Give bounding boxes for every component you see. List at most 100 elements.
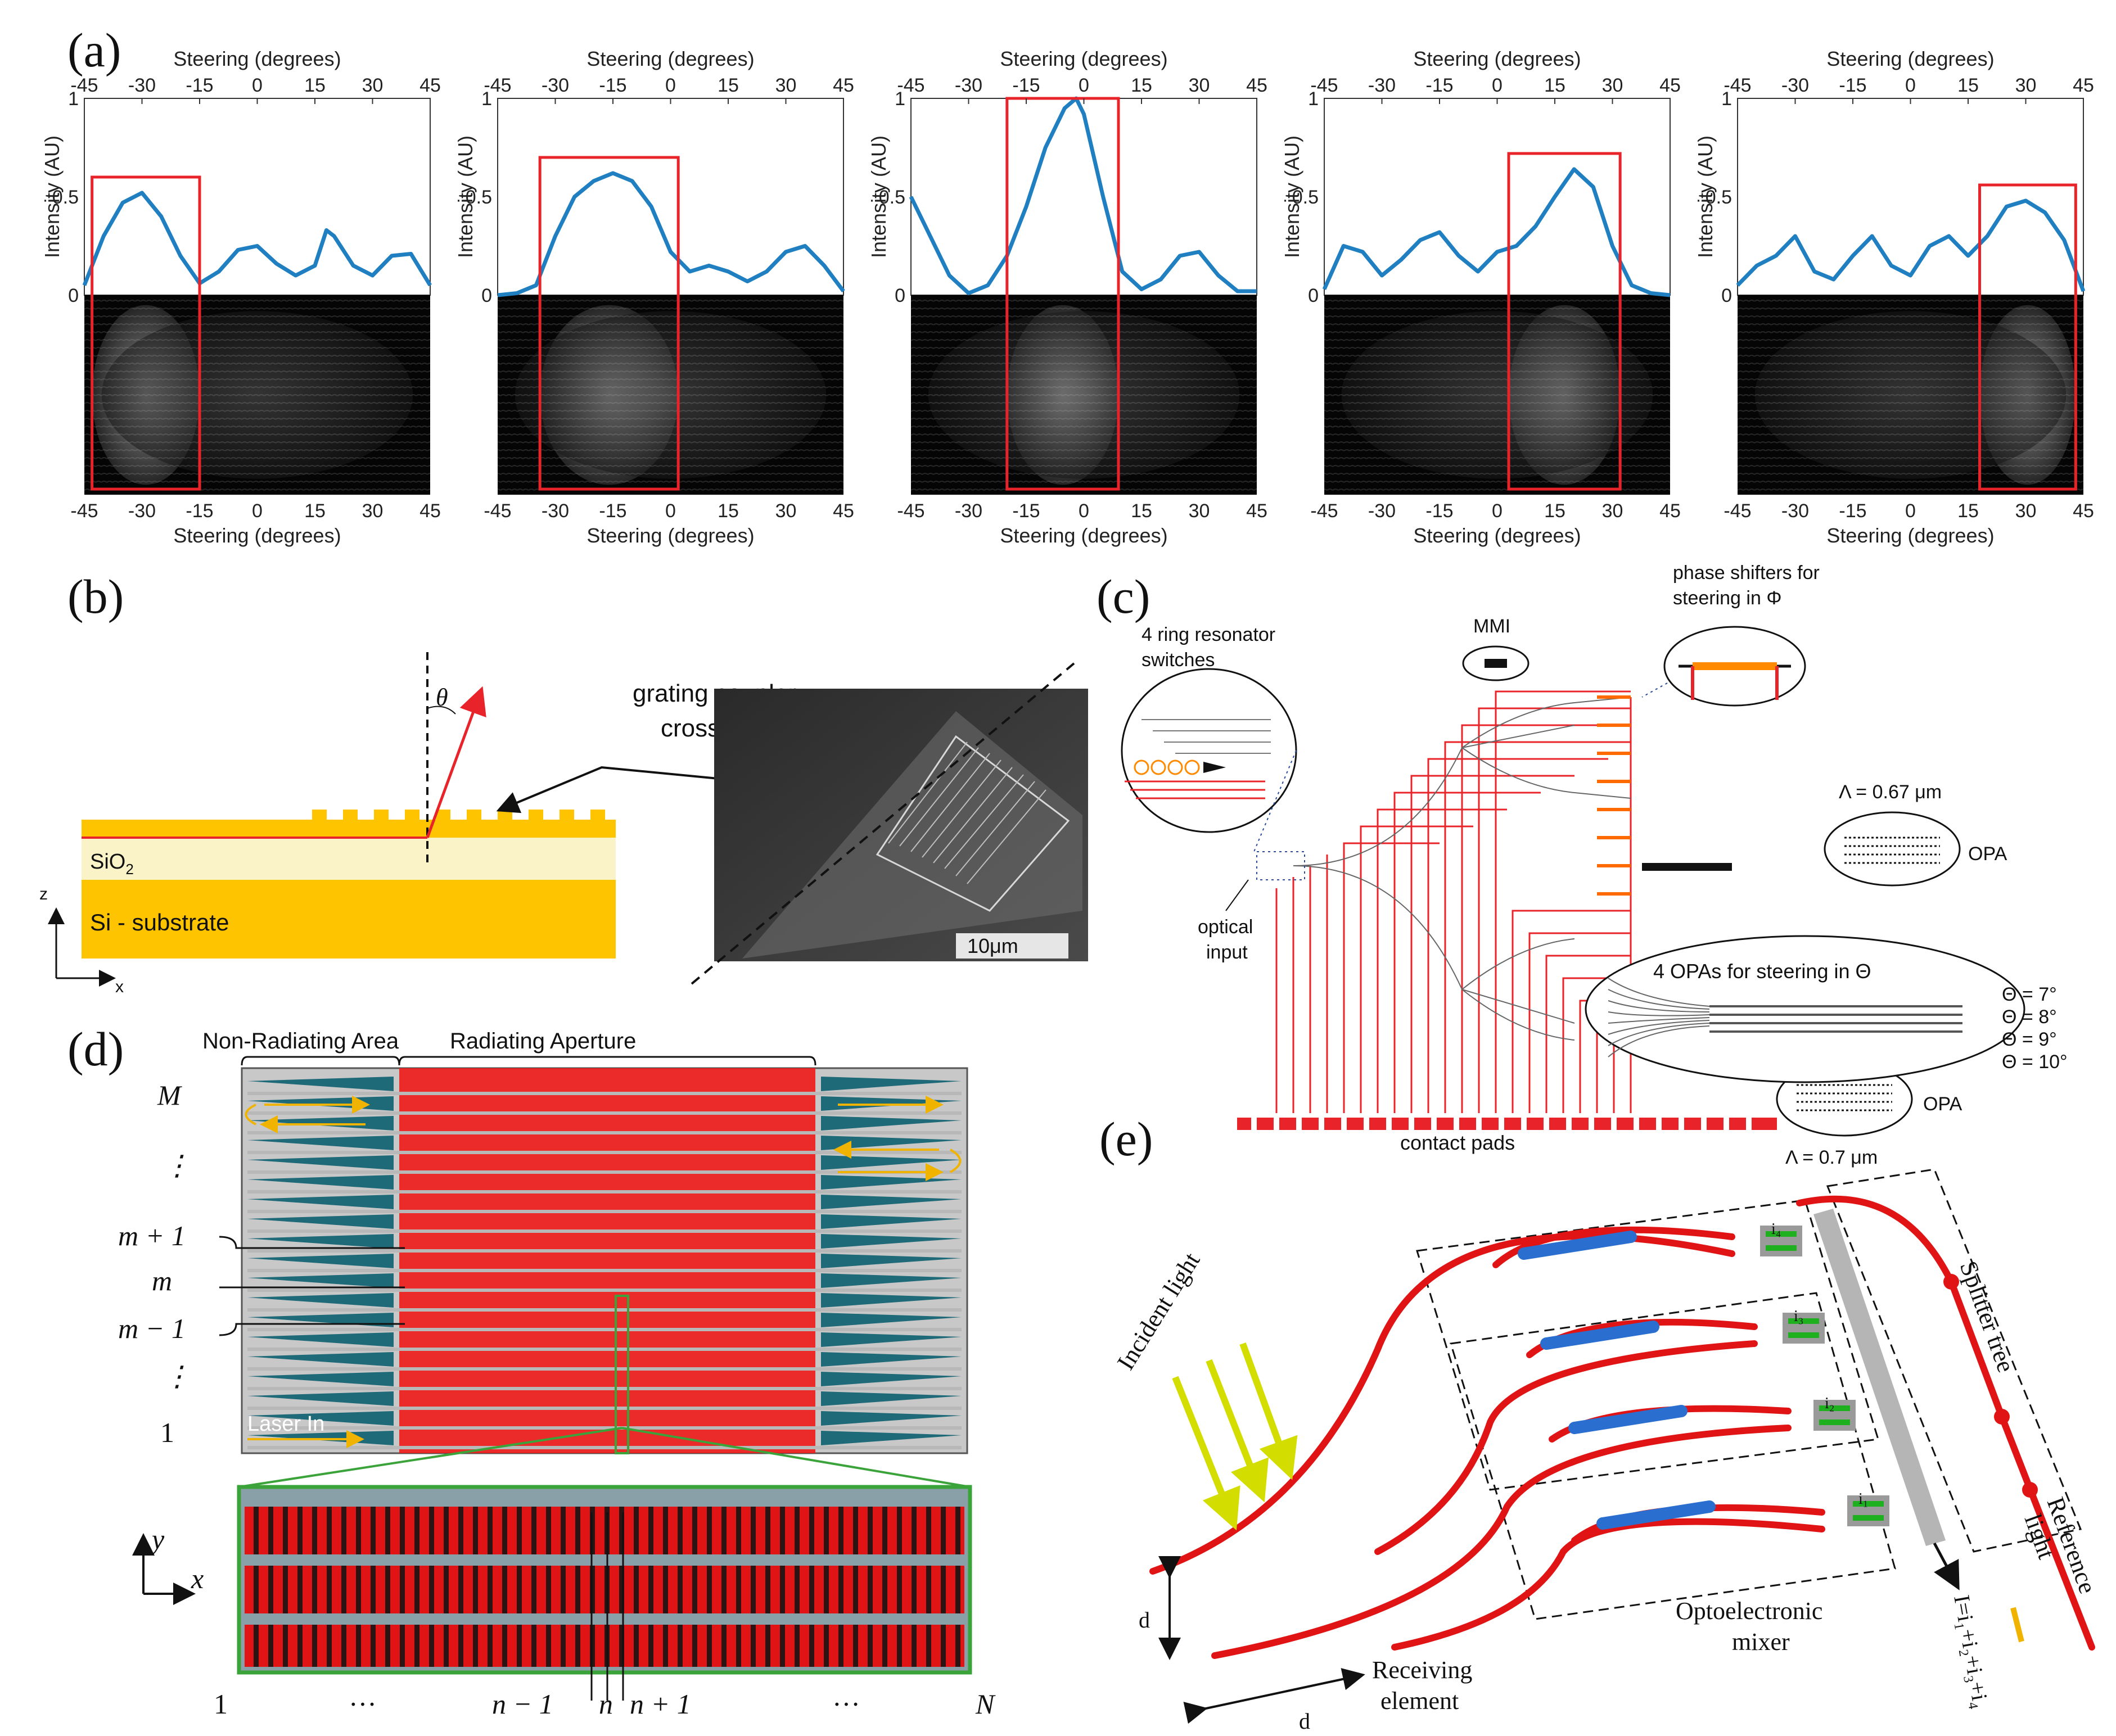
col-label-dots-right: ··· <box>832 1688 860 1720</box>
row-label-vdots-top: ⋮ <box>163 1150 191 1181</box>
d-horizontal-label: d <box>1299 1708 1310 1734</box>
x-tick-label-bottom: 15 <box>718 500 739 522</box>
x-axis-label: x <box>115 978 124 996</box>
y-tick-label: 0 <box>481 285 492 306</box>
zoom-line-left <box>238 1427 622 1488</box>
speckle-fringes <box>1324 295 1670 495</box>
x-axis-title-bottom: Steering (degrees) <box>1000 524 1167 547</box>
phase-leader <box>1641 682 1668 698</box>
current-sum-label: I=i₁+i₂+i₃+i₄ <box>1949 1593 1994 1711</box>
taper-pair <box>247 1116 962 1131</box>
col-label-n-plus-1: n + 1 <box>630 1688 691 1720</box>
taper-pair <box>247 1391 962 1406</box>
propagation-arrows <box>245 1096 962 1448</box>
panel-label-a: (a) <box>67 23 121 77</box>
col-label-N: N <box>975 1688 996 1720</box>
panel-b: (b) θ grating coupler cross section SiO2… <box>39 569 1088 996</box>
x-tick-label-bottom: -15 <box>1425 500 1453 522</box>
panel-label-d: (d) <box>67 1022 124 1076</box>
plot-frame <box>910 98 1257 296</box>
x-tick-label-bottom: 30 <box>1189 500 1210 522</box>
ring-resonator-label-1: 4 ring resonator <box>1142 624 1275 645</box>
y-axis-title: Intensity (AU) <box>1694 135 1717 258</box>
ring-inset-waveguides <box>1142 719 1271 754</box>
y-axis-title: Intensity (AU) <box>40 135 64 258</box>
output-current-arrow <box>1933 1542 1960 1590</box>
plot-frame <box>1324 98 1671 296</box>
x-tick-label-top: -30 <box>1368 75 1396 96</box>
laser-in-label: Laser In <box>247 1412 324 1436</box>
taper-pair <box>247 1155 962 1170</box>
taper-pair <box>247 1372 962 1386</box>
panel-e: (e) <box>1099 1112 2102 1734</box>
x-tick-label-top: 0 <box>1492 75 1503 96</box>
y-tick-label: 0.5 <box>1706 187 1732 208</box>
ring-zoom-box <box>1256 851 1305 880</box>
mmi-label: MMI <box>1473 616 1510 637</box>
taper-pair <box>247 1313 962 1327</box>
x-tick-label-top: -30 <box>955 75 982 96</box>
d-vertical-label: d <box>1139 1607 1150 1633</box>
scale-bar-label: 10μm <box>967 934 1018 957</box>
ring-resonator-inset <box>1121 668 1297 833</box>
steering-highlight-box <box>1978 183 2077 491</box>
taper-pair <box>247 1411 962 1426</box>
optoelectronic-label-2: mixer <box>1732 1628 1790 1656</box>
x-tick-label-top: -30 <box>1781 75 1809 96</box>
x-tick-label-bottom: -15 <box>599 500 626 522</box>
x-tick-label-top: -45 <box>70 75 98 96</box>
x-tick-label-top: 15 <box>1131 75 1152 96</box>
taper-pair <box>247 1293 962 1308</box>
receiving-label-1: Receiving <box>1372 1656 1472 1684</box>
x-tick-label-top: -15 <box>1839 75 1866 96</box>
opa-top-inset <box>1824 811 1961 887</box>
x-tick-label-top: -15 <box>1012 75 1040 96</box>
row-label-1: 1 <box>160 1417 174 1448</box>
ring-leader <box>1253 750 1297 852</box>
opa-block <box>1642 863 1732 871</box>
theta-8: Θ = 8° <box>2002 1006 2057 1028</box>
x-axis-title-top: Steering (degrees) <box>173 47 341 70</box>
x-tick-label-top: 15 <box>304 75 326 96</box>
x-tick-label-bottom: 15 <box>1957 500 1979 522</box>
speckle-fringes <box>911 295 1257 495</box>
x-tick-label-bottom: -15 <box>1839 500 1866 522</box>
phase-shifter-label-2: steering in Φ <box>1673 587 1781 609</box>
current-i3: i₃ <box>1794 1308 1804 1325</box>
x-axis-title-top: Steering (degrees) <box>1000 47 1167 70</box>
x-tick-label-top: -30 <box>128 75 156 96</box>
x-axis-title-bottom: Steering (degrees) <box>1826 524 1994 547</box>
x-axis-title-bottom: Steering (degrees) <box>586 524 754 547</box>
col-label-n-minus-1: n − 1 <box>492 1688 553 1720</box>
x-tick-label-top: -30 <box>542 75 569 96</box>
row-label-m-plus-1: m + 1 <box>118 1220 186 1251</box>
d-horizontal-arrow <box>1183 1668 1365 1724</box>
y-tick-label: 0 <box>1721 285 1732 306</box>
reference-light-arrow <box>2010 1607 2024 1643</box>
theta-10: Θ = 10° <box>2002 1051 2068 1073</box>
taper-pair <box>247 1332 962 1347</box>
taper-pair <box>247 1077 962 1091</box>
x-tick-label-bottom: 15 <box>1544 500 1565 522</box>
taper-pair <box>247 1431 962 1445</box>
phase-shifters <box>1597 695 1631 896</box>
x-tick-label-top: 30 <box>775 75 797 96</box>
x-axis-title-top: Steering (degrees) <box>1826 47 1994 70</box>
current-bus-bar <box>1813 1209 1946 1546</box>
lambda-top-label: Λ = 0.67 μm <box>1839 781 1942 803</box>
x-tick-label-top: -15 <box>1425 75 1453 96</box>
x-tick-label-top: 0 <box>252 75 263 96</box>
x-tick-label-bottom: -45 <box>1310 500 1338 522</box>
intensity-curve <box>82 191 432 287</box>
ring-inset-traces <box>1125 780 1265 799</box>
splitter-nodes <box>1943 1274 2038 1498</box>
speckle-fringes <box>84 295 430 495</box>
intensity-curve <box>909 96 1257 295</box>
panel-c: (c) <box>1097 562 2068 1168</box>
incident-light-arrows <box>1172 1342 1298 1531</box>
taper-pair <box>247 1195 962 1209</box>
non-radiating-brace <box>241 1056 400 1066</box>
taper-pair <box>247 1136 962 1150</box>
grating-teeth <box>312 810 605 821</box>
